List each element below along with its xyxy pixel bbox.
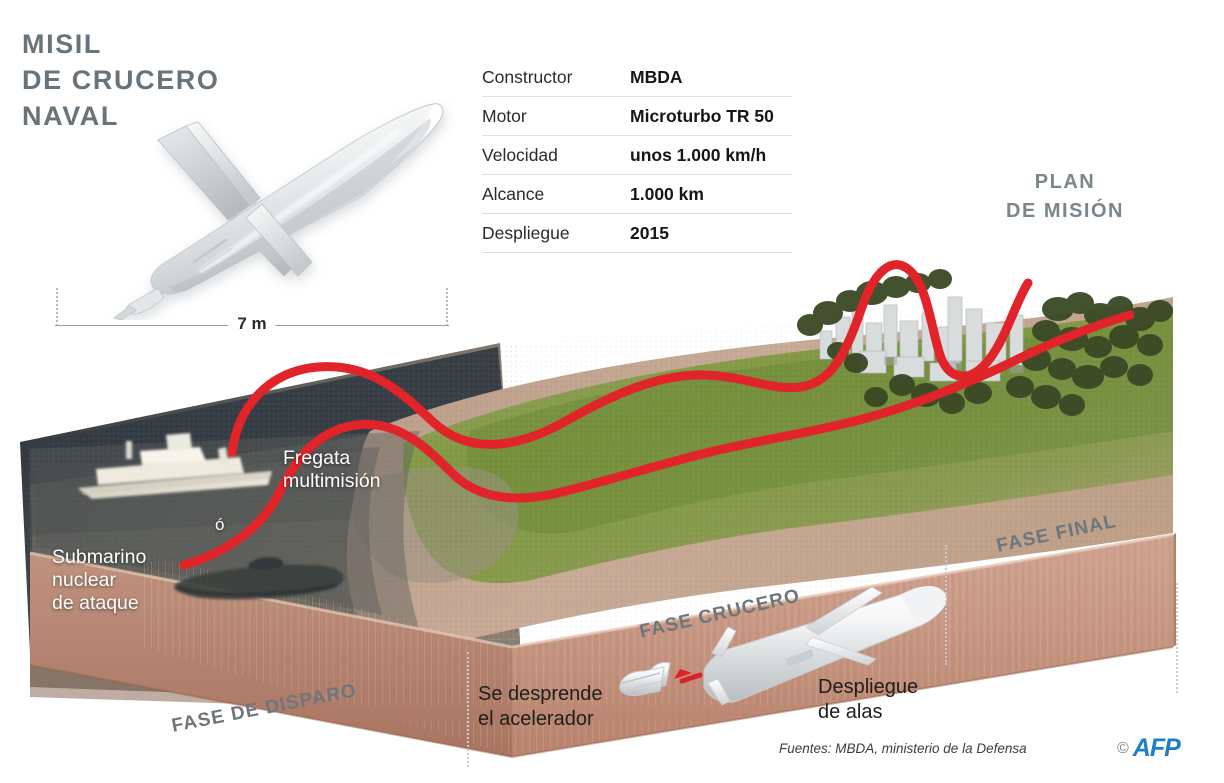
missile-hero-illustration bbox=[113, 103, 444, 320]
mission-plan-line-2: DE MISIÓN bbox=[1006, 200, 1124, 222]
phase-divider-3 bbox=[1176, 583, 1178, 693]
table-row: Alcance 1.000 km bbox=[482, 175, 792, 214]
dimension-7m: 7 m bbox=[55, 288, 449, 340]
dimension-tick-left bbox=[56, 288, 58, 326]
spec-value: Microturbo TR 50 bbox=[630, 105, 774, 126]
wings-callout-line-2: de alas bbox=[818, 701, 883, 723]
specification-table: Constructor MBDA Motor Microturbo TR 50 … bbox=[482, 58, 792, 253]
spec-value: MBDA bbox=[630, 66, 683, 87]
dimension-label: 7 m bbox=[228, 314, 276, 334]
frigate-label-line-2: multimisión bbox=[283, 470, 381, 492]
table-row: Motor Microturbo TR 50 bbox=[482, 97, 792, 136]
submarine-label-line-2: nuclear bbox=[52, 569, 116, 591]
page-title: MISIL DE CRUCERO NAVAL bbox=[22, 26, 220, 134]
submarine-label-line-3: de ataque bbox=[52, 592, 139, 614]
booster-callout-line-1: Se desprende bbox=[478, 683, 603, 705]
or-label: ó bbox=[215, 515, 225, 534]
spec-value: 1.000 km bbox=[630, 183, 704, 204]
mission-scene bbox=[20, 260, 1176, 759]
spec-key: Velocidad bbox=[482, 144, 558, 165]
mission-plan-title: PLAN DE MISIÓN bbox=[960, 168, 1170, 226]
phase-divider-1 bbox=[467, 652, 469, 767]
frigate-label-line-1: Fregata bbox=[283, 447, 351, 469]
table-row: Velocidad unos 1.000 km/h bbox=[482, 136, 792, 175]
spec-key: Constructor bbox=[482, 66, 573, 87]
frigate-ship bbox=[78, 433, 272, 499]
booster-callout-line-2: el acelerador bbox=[478, 708, 594, 730]
submarine bbox=[174, 557, 344, 600]
spec-key: Motor bbox=[482, 105, 527, 126]
sources-note: Fuentes: MBDA, ministerio de la Defensa bbox=[779, 741, 1027, 756]
afp-credit: © AFP bbox=[1117, 734, 1181, 762]
page-title-line-1: MISIL bbox=[22, 29, 102, 59]
spec-value: 2015 bbox=[630, 222, 669, 243]
submarine-label: Submarino nuclear de ataque bbox=[52, 546, 146, 615]
booster-callout: Se desprende el acelerador bbox=[478, 682, 603, 732]
frigate-label: Fregata multimisión bbox=[283, 447, 381, 493]
copyright-icon: © bbox=[1117, 739, 1129, 757]
table-row: Despliegue 2015 bbox=[482, 214, 792, 253]
wings-callout: Despliegue de alas bbox=[818, 675, 918, 725]
cruise-missile-inset bbox=[619, 586, 947, 706]
afp-logo: AFP bbox=[1132, 734, 1181, 762]
spec-value: unos 1.000 km/h bbox=[630, 144, 767, 165]
trajectory-lower bbox=[179, 310, 1135, 570]
spec-key: Alcance bbox=[482, 183, 545, 204]
page-title-line-3: NAVAL bbox=[22, 101, 119, 131]
spec-key: Despliegue bbox=[482, 222, 570, 243]
submarine-label-line-1: Submarino bbox=[52, 546, 147, 568]
trajectory-upper bbox=[227, 260, 1033, 458]
page-title-line-2: DE CRUCERO bbox=[22, 65, 220, 95]
phase-divider-2 bbox=[945, 545, 947, 665]
detached-booster bbox=[619, 662, 671, 696]
wings-callout-line-1: Despliegue bbox=[818, 676, 919, 698]
dimension-tick-right bbox=[446, 288, 448, 326]
mission-plan-line-1: PLAN bbox=[1034, 171, 1096, 193]
table-row: Constructor MBDA bbox=[482, 58, 792, 97]
